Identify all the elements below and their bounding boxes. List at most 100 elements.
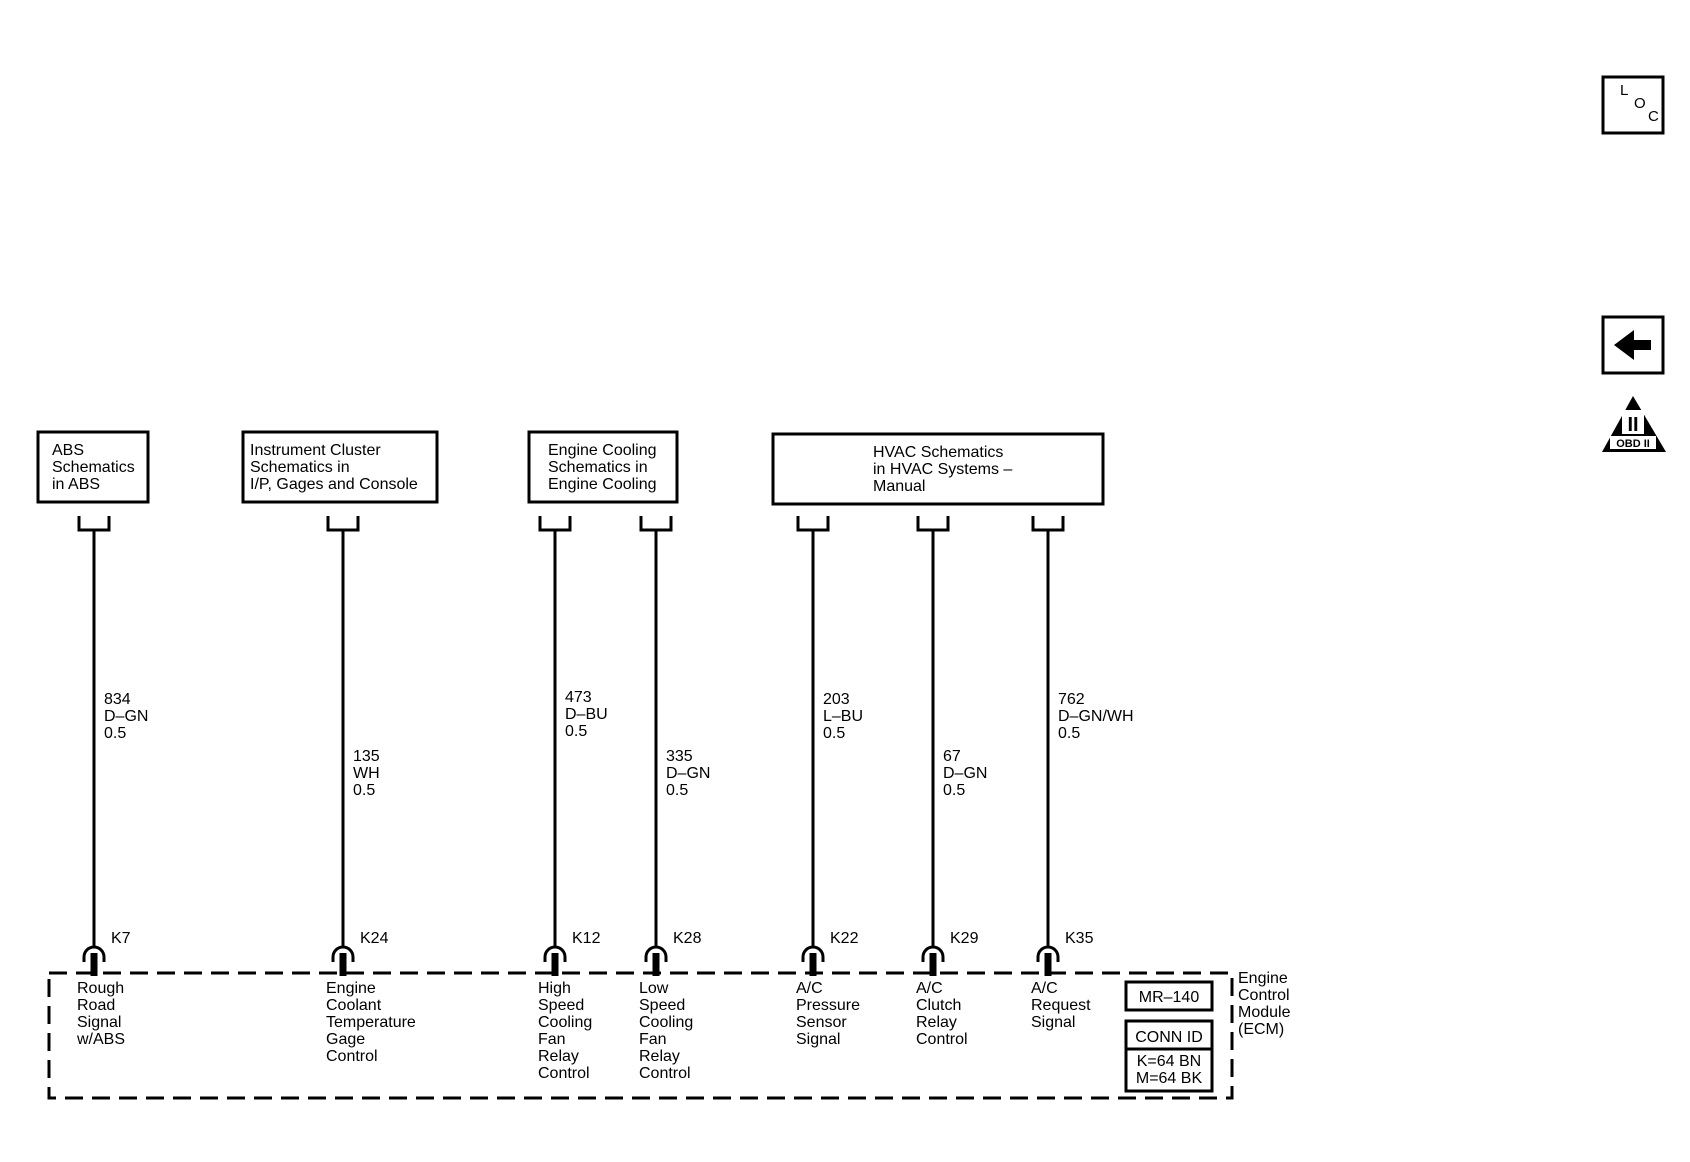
component-box-label-line: Schematics in — [548, 459, 648, 476]
pin-label: K35 — [1065, 930, 1094, 947]
obd-ii-triangle-icon[interactable]: II OBD II — [1602, 396, 1666, 452]
conn-id-title: CONN ID — [1135, 1029, 1203, 1046]
pin-function-line: Signal — [77, 1014, 121, 1031]
pin-function-line: Fan — [639, 1031, 667, 1048]
pin-function-line: Cooling — [639, 1014, 693, 1031]
wire-color: D–GN — [666, 765, 710, 782]
component-box-label-line: HVAC Schematics — [873, 444, 1003, 461]
pin-function-line: Cooling — [538, 1014, 592, 1031]
module-name-line: Control — [1238, 987, 1290, 1004]
pin-function-line: Fan — [538, 1031, 566, 1048]
wire-size: 0.5 — [666, 782, 688, 799]
component-box-label-line: Engine Cooling — [548, 476, 657, 493]
pin-label: K7 — [111, 930, 131, 947]
pin-function-line: Temperature — [326, 1014, 416, 1031]
loc-letter: O — [1634, 95, 1646, 112]
pin-function-line: Relay — [639, 1048, 680, 1065]
pin-label: K24 — [360, 930, 389, 947]
ref-code: MR–140 — [1139, 989, 1200, 1006]
wire-color: D–GN — [943, 765, 987, 782]
component-box-label-line: Schematics — [52, 459, 135, 476]
wire-circuit: 335 — [666, 748, 693, 765]
ref-code-box: MR–140 — [1124, 980, 1214, 1012]
pin-function-line: w/ABS — [76, 1031, 125, 1048]
obd-label: OBD II — [1616, 438, 1650, 450]
pin-function-line: A/C — [916, 980, 943, 997]
component-box-label-line: in HVAC Systems – — [873, 461, 1012, 478]
conn-id-value-line: K=64 BN — [1137, 1053, 1201, 1070]
pin-function-line: Sensor — [796, 1014, 847, 1031]
wire-circuit: 473 — [565, 689, 592, 706]
pin-function-line: Control — [916, 1031, 968, 1048]
wire-circuit: 834 — [104, 691, 131, 708]
pin-function-line: Coolant — [326, 997, 382, 1014]
component-box-label-line: Engine Cooling — [548, 442, 657, 459]
conn-id-value-line: M=64 BK — [1136, 1070, 1203, 1087]
pin-function-line: Rough — [77, 980, 124, 997]
pin-function-line: Speed — [538, 997, 584, 1014]
loc-letter: L — [1620, 82, 1628, 99]
wire-size: 0.5 — [943, 782, 965, 799]
wire-size: 0.5 — [1058, 725, 1080, 742]
pin-function-line: Signal — [1031, 1014, 1075, 1031]
module-name-line: Engine — [1238, 970, 1288, 987]
pin-function-line: Control — [639, 1065, 691, 1082]
component-box-label-line: Schematics in — [250, 459, 350, 476]
pin-function-line: A/C — [796, 980, 823, 997]
pin-function-line: A/C — [1031, 980, 1058, 997]
wire-color: WH — [353, 765, 380, 782]
pin-function-line: Road — [77, 997, 115, 1014]
arrow-left-icon — [1614, 330, 1651, 360]
wire-circuit: 203 — [823, 691, 850, 708]
back-button[interactable] — [1601, 315, 1665, 375]
wire-size: 0.5 — [565, 723, 587, 740]
component-box-label-line: in ABS — [52, 476, 100, 493]
pin-label: K29 — [950, 930, 979, 947]
pin-function-line: Relay — [538, 1048, 579, 1065]
obd-symbol: II — [1627, 414, 1638, 436]
pin-function-line: Control — [538, 1065, 590, 1082]
pin-function-line: Signal — [796, 1031, 840, 1048]
wire-circuit: 67 — [943, 748, 961, 765]
wire-color: L–BU — [823, 708, 863, 725]
loc-button[interactable]: LOC — [1601, 75, 1665, 135]
module-name-line: Module — [1238, 1004, 1291, 1021]
pin-function-line: High — [538, 980, 571, 997]
pin-label: K28 — [673, 930, 702, 947]
pin-function-line: Clutch — [916, 997, 961, 1014]
wire-color: D–GN/WH — [1058, 708, 1134, 725]
wire-size: 0.5 — [353, 782, 375, 799]
pin-label: K12 — [572, 930, 601, 947]
pin-function-line: Control — [326, 1048, 378, 1065]
module-name-line: (ECM) — [1238, 1021, 1284, 1038]
pin-function-line: Request — [1031, 997, 1091, 1014]
